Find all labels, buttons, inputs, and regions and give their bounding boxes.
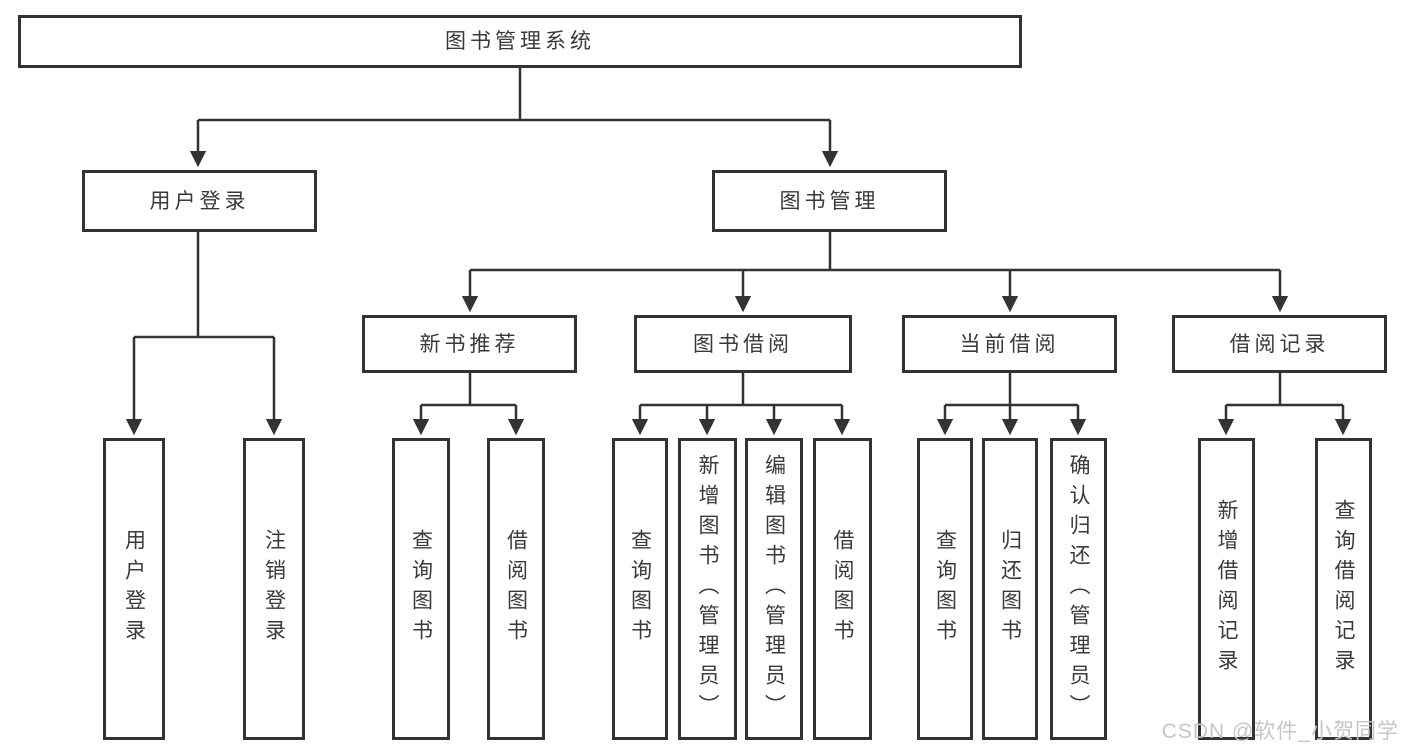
- node-book-borrowing: 图书借阅: [634, 315, 852, 373]
- leaf-user-login-label: 用户登录: [122, 529, 146, 649]
- node-new-book-recommendation: 新书推荐: [362, 315, 577, 373]
- leaf-query-books-3-label: 查询图书: [933, 529, 957, 649]
- node-book-borrowing-label: 图书借阅: [693, 332, 793, 356]
- node-book-management: 图书管理: [712, 170, 947, 232]
- connector-borrow-records-bus: [1226, 373, 1343, 407]
- leaf-query-books-2-label: 查询图书: [628, 529, 652, 649]
- csdn-watermark: CSDN @软件_小贺同学: [1161, 720, 1399, 743]
- connector-user-login-bus: [134, 232, 274, 339]
- leaf-return-books-label: 归还图书: [998, 529, 1022, 649]
- leaf-confirm-return-admin-label: 确认归还（管理员）: [1067, 454, 1090, 724]
- leaf-return-books: 归还图书: [982, 438, 1038, 740]
- node-current-borrowing: 当前借阅: [902, 315, 1117, 373]
- leaf-borrow-books-2: 借阅图书: [813, 438, 872, 740]
- leaf-query-books-2: 查询图书: [612, 438, 668, 740]
- leaf-borrow-books-1: 借阅图书: [487, 438, 545, 740]
- connector-book-borrow-bus: [640, 373, 842, 407]
- leaf-logout-label: 注销登录: [262, 529, 286, 649]
- leaf-add-borrow-record-label: 新增借阅记录: [1215, 499, 1238, 679]
- connector-book-mgmt-bus: [470, 232, 1280, 272]
- node-borrowing-records-label: 借阅记录: [1229, 332, 1330, 356]
- leaf-query-books-3: 查询图书: [917, 438, 973, 740]
- node-book-management-label: 图书管理: [779, 189, 880, 213]
- leaf-query-borrow-record-label: 查询借阅记录: [1332, 499, 1355, 679]
- node-user-login: 用户登录: [82, 170, 317, 232]
- node-new-book-recommendation-label: 新书推荐: [419, 332, 520, 356]
- connector-new-book-bus: [421, 373, 516, 407]
- leaf-query-borrow-record: 查询借阅记录: [1315, 438, 1372, 740]
- leaf-add-book-admin: 新增图书（管理员）: [678, 438, 737, 740]
- leaf-edit-book-admin-label: 编辑图书（管理员）: [762, 454, 786, 724]
- node-user-login-label: 用户登录: [149, 189, 250, 213]
- node-current-borrowing-label: 当前借阅: [959, 332, 1060, 356]
- leaf-add-borrow-record: 新增借阅记录: [1198, 438, 1255, 740]
- leaf-confirm-return-admin: 确认归还（管理员）: [1050, 438, 1107, 740]
- leaf-logout: 注销登录: [243, 438, 305, 740]
- node-borrowing-records: 借阅记录: [1172, 315, 1387, 373]
- leaf-query-books-1-label: 查询图书: [409, 529, 433, 649]
- leaf-query-books-1: 查询图书: [392, 438, 450, 740]
- node-root-label: 图书管理系统: [445, 30, 595, 53]
- connector-current-borrow-bus: [945, 373, 1078, 407]
- leaf-borrow-books-1-label: 借阅图书: [504, 529, 528, 649]
- leaf-user-login: 用户登录: [103, 438, 165, 740]
- connector-root-bus: [198, 67, 830, 122]
- leaf-add-book-admin-label: 新增图书（管理员）: [696, 454, 719, 724]
- leaf-edit-book-admin: 编辑图书（管理员）: [745, 438, 803, 740]
- leaf-borrow-books-2-label: 借阅图书: [831, 529, 854, 649]
- node-root: 图书管理系统: [18, 15, 1022, 68]
